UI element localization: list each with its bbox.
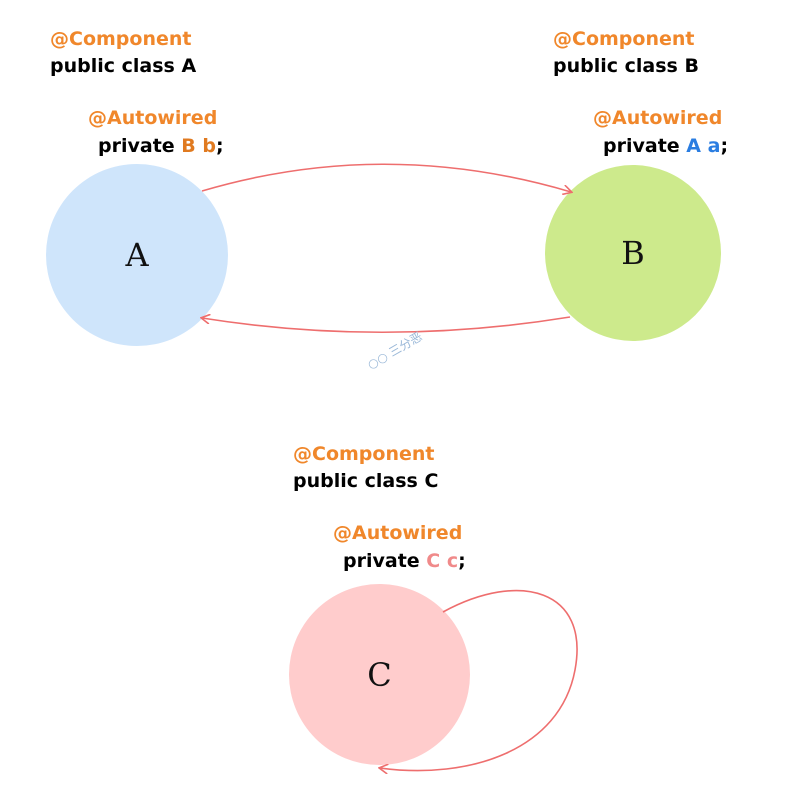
class-c-field-annotation: @Autowired: [333, 522, 463, 544]
class-b-field-annotation: @Autowired: [593, 107, 723, 129]
class-c-name: C: [424, 470, 439, 492]
arrow-a-to-b: [201, 163, 571, 192]
class-b-field-suffix: ;: [720, 135, 729, 157]
class-a-name: A: [181, 55, 197, 77]
class-c-field-prefix: private: [343, 550, 427, 572]
node-a-label: A: [125, 236, 149, 274]
class-c-annotation: @Component: [293, 443, 435, 465]
class-a-field-prefix: private: [98, 135, 182, 157]
class-a-field-suffix: ;: [216, 135, 224, 157]
class-a-field-annotation: @Autowired: [88, 107, 218, 129]
arrow-c-self: [380, 589, 578, 771]
class-b-decl-prefix: public class: [553, 55, 685, 77]
class-b-field-prefix: private: [603, 135, 687, 157]
class-b-name: B: [684, 55, 699, 77]
class-c-field-name: c: [446, 550, 459, 572]
class-b-declaration: public class B: [553, 54, 699, 78]
node-b-label: B: [621, 234, 645, 272]
class-b-annotation: @Component: [553, 28, 695, 50]
class-a-decl-prefix: public class: [50, 55, 182, 77]
class-b-field-name: a: [707, 135, 721, 157]
class-c-declaration: public class C: [293, 469, 438, 493]
arrow-b-to-a: [202, 317, 571, 334]
node-b-circle: B: [545, 165, 721, 341]
class-c-field-suffix: ;: [458, 550, 466, 572]
class-a-declaration: public class A: [50, 54, 196, 78]
class-a-field-name: b: [202, 135, 216, 157]
class-c-field: private C c;: [343, 549, 466, 573]
class-c-field-type: C: [426, 550, 441, 572]
node-c-label: C: [367, 655, 392, 694]
node-a-circle: A: [46, 164, 228, 346]
class-b-field: private A a;: [603, 134, 728, 158]
node-c-circle: C: [289, 584, 470, 765]
class-a-field-type: B: [181, 135, 196, 157]
class-a-annotation: @Component: [50, 28, 192, 50]
class-b-field-type: A: [686, 135, 701, 157]
class-c-decl-prefix: public class: [293, 470, 425, 492]
class-a-field: private B b;: [98, 134, 224, 158]
